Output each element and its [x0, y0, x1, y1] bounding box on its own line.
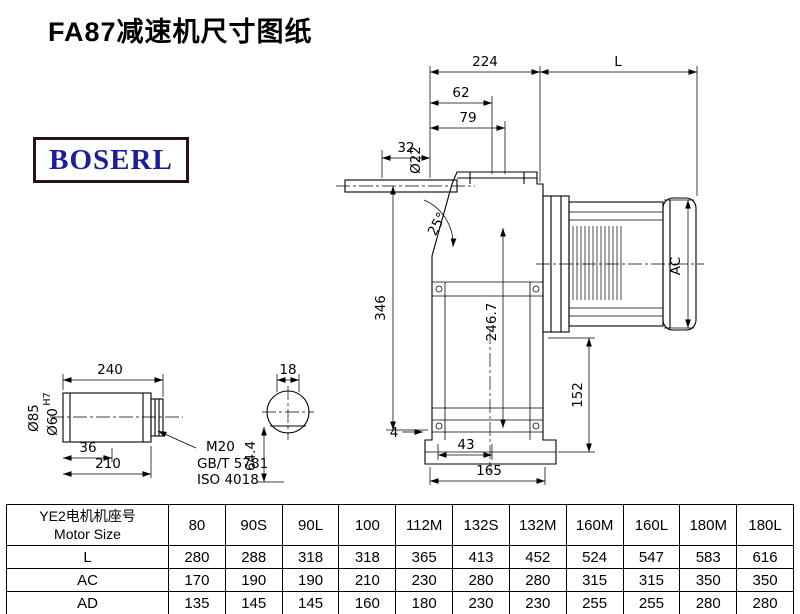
boserl-logo-text: BOSERL	[49, 143, 173, 176]
page-title: FA87减速机尺寸图纸	[48, 17, 313, 47]
table-cell: 170	[168, 568, 226, 592]
threaded-end	[150, 398, 164, 437]
dim-152-label: 152	[570, 382, 586, 408]
column-header: 80	[168, 504, 226, 546]
motor-size-header-cn: YE2电机机座号	[39, 508, 136, 524]
dim-165-label: 165	[476, 463, 502, 479]
column-header: 90S	[224, 504, 283, 546]
table-cell: 230	[508, 591, 567, 614]
dim-4-label: 4	[390, 425, 399, 441]
boserl-logo: BOSERL	[33, 137, 189, 183]
motor-fins	[569, 211, 663, 317]
table-cell: 210	[338, 568, 397, 592]
table-cell: 255	[622, 591, 681, 614]
column-header: 160M	[565, 504, 624, 546]
table-cell: 135	[168, 591, 226, 614]
column-header: 132M	[508, 504, 567, 546]
table-cell: 315	[565, 568, 624, 592]
table-cell: 365	[395, 545, 454, 569]
column-header: 132S	[452, 504, 510, 546]
dim-hub-dia-label: Ø85	[26, 404, 42, 432]
dim-62-label: 62	[452, 85, 469, 101]
table-cell: 280	[508, 568, 567, 592]
dim-246-label: 246.7	[484, 303, 500, 342]
table-row-AC: AC 170 190 190 210 230 280 280 315 315 3…	[6, 568, 794, 592]
dim-bore-dia-label: Ø60	[45, 408, 61, 436]
table-cell: 230	[395, 568, 454, 592]
table-header-row: YE2电机机座号 Motor Size 80 90S 90L 100 112M …	[6, 504, 794, 546]
row-label: L	[6, 545, 169, 569]
table-cell: 315	[622, 568, 681, 592]
dim-input-dia-label: Ø22	[408, 146, 424, 174]
dimension-labels: 224 L 62 79 32 Ø22 25° 346 246.7 AC 152 …	[26, 54, 684, 488]
technical-drawing: 224 L 62 79 32 Ø22 25° 346 246.7 AC 152 …	[26, 54, 704, 488]
table-cell: 318	[281, 545, 340, 569]
table-cell: 452	[508, 545, 567, 569]
dim-bore-tol-label: H7	[42, 392, 53, 405]
table-cell: 255	[565, 591, 624, 614]
table-cell: 230	[452, 591, 510, 614]
dim-210-label: 210	[95, 456, 121, 472]
dim-240-label: 240	[97, 362, 123, 378]
table-cell: 280	[679, 591, 738, 614]
dim-L-label: L	[614, 54, 622, 70]
dim-346-label: 346	[373, 295, 389, 321]
motor-size-header-cell: YE2电机机座号 Motor Size	[6, 504, 169, 546]
table-cell: 616	[736, 545, 794, 569]
column-header: 180L	[736, 504, 794, 546]
table-cell: 583	[679, 545, 738, 569]
table-cell: 350	[679, 568, 738, 592]
table-cell: 280	[736, 591, 794, 614]
table-cell: 180	[395, 591, 454, 614]
row-label: AD	[6, 591, 169, 614]
thread-label: M20	[206, 439, 235, 455]
shaft-section-detail	[266, 390, 310, 434]
motor-size-header-en: Motor Size	[54, 526, 121, 542]
table-cell: 280	[168, 545, 226, 569]
column-header: 160L	[622, 504, 681, 546]
output-shaft-detail	[62, 392, 164, 443]
dimension-lines	[62, 66, 698, 485]
motor-view	[542, 195, 697, 333]
table-row-L: L 280 288 318 318 365 413 452 524 547 58…	[6, 545, 794, 569]
table-cell: 280	[452, 568, 510, 592]
dim-18-label: 18	[279, 362, 296, 378]
table-cell: 145	[281, 591, 340, 614]
row-label: AC	[6, 568, 169, 592]
table-cell: 318	[338, 545, 397, 569]
dim-64-label: 64.4	[243, 441, 259, 471]
dim-32-label: 32	[397, 140, 414, 156]
table-cell: 547	[622, 545, 681, 569]
centerlines	[50, 185, 704, 472]
column-header: 180M	[679, 504, 738, 546]
column-header: 100	[338, 504, 397, 546]
table-cell: 160	[338, 591, 397, 614]
table-cell: 145	[224, 591, 283, 614]
table-row-AD: AD 135 145 145 160 180 230 230 255 255 2…	[6, 591, 794, 614]
table-cell: 413	[452, 545, 510, 569]
housing-outline	[424, 171, 557, 465]
dim-79-label: 79	[459, 110, 476, 126]
table-cell: 524	[565, 545, 624, 569]
fan-cover	[662, 197, 697, 331]
table-cell: 190	[224, 568, 283, 592]
column-header: 112M	[395, 504, 454, 546]
column-header: 90L	[281, 504, 340, 546]
dim-AC-label: AC	[668, 257, 684, 275]
dim-angle-label: 25°	[425, 210, 450, 239]
dim-224-label: 224	[472, 54, 498, 70]
table-cell: 288	[224, 545, 283, 569]
std-gb-label: GB/T 5781	[197, 456, 268, 472]
table-cell: 350	[736, 568, 794, 592]
dim-36-label: 36	[79, 440, 96, 456]
std-iso-label: ISO 4018	[197, 472, 259, 488]
housing-ribs	[425, 281, 556, 453]
dim-43-label: 43	[457, 437, 474, 453]
input-shaft	[344, 179, 458, 193]
motor-size-table: YE2电机机座号 Motor Size 80 90S 90L 100 112M …	[6, 504, 794, 614]
table-cell: 190	[281, 568, 340, 592]
gearbox-main-view	[344, 171, 557, 465]
